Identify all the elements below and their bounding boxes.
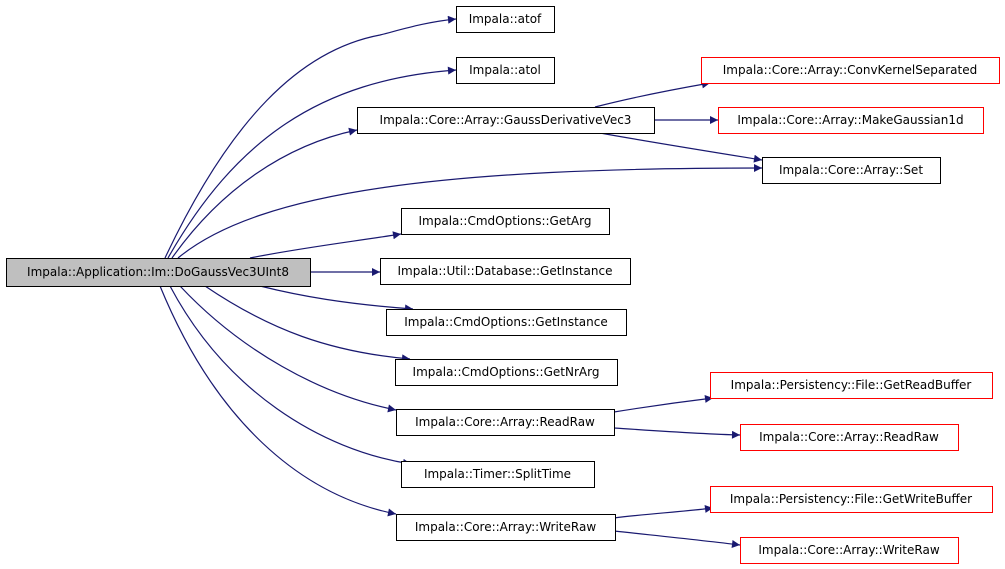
nodes-layer: Impala::Application::Im::DoGaussVec3UInt… (6, 6, 1000, 564)
node-set[interactable]: Impala::Core::Array::Set (762, 157, 941, 184)
edge-gaussderiv-to-set (599, 132, 763, 163)
edge-writeraw-to-writeraw2 (613, 530, 741, 548)
node-label: Impala::CmdOptions::GetNrArg (413, 365, 600, 379)
node-label: Impala::Core::Array::WriteRaw (758, 543, 939, 557)
node-box (710, 486, 993, 513)
node-label: Impala::Core::Array::MakeGaussian1d (737, 113, 963, 127)
node-box (762, 157, 941, 184)
node-box (740, 424, 959, 451)
node-box (6, 258, 311, 287)
node-box (701, 57, 1000, 84)
edges-layer (159, 15, 763, 548)
edge-root-to-set (177, 164, 763, 259)
node-label: Impala::Util::Database::GetInstance (398, 264, 613, 278)
node-box (740, 537, 959, 564)
node-atol[interactable]: Impala::atol (456, 57, 555, 84)
node-label: Impala::atol (469, 63, 541, 77)
edge-root-to-getarg (249, 231, 402, 259)
node-label: Impala::atof (469, 12, 542, 26)
node-label: Impala::CmdOptions::GetInstance (404, 315, 607, 329)
node-splittime[interactable]: Impala::Timer::SplitTime (401, 461, 595, 488)
node-box (396, 514, 616, 541)
edge-writeraw-to-getwritebuf (613, 504, 714, 519)
edge-root-to-atof (164, 15, 457, 259)
node-gaussderiv[interactable]: Impala::Core::Array::GaussDerivativeVec3 (357, 107, 655, 134)
node-root[interactable]: Impala::Application::Im::DoGaussVec3UInt… (6, 258, 311, 287)
node-atof[interactable]: Impala::atof (456, 6, 555, 33)
node-label: Impala::Core::Array::GaussDerivativeVec3 (380, 113, 632, 127)
node-convkernel[interactable]: Impala::Core::Array::ConvKernelSeparated (701, 57, 1000, 84)
node-box (396, 409, 615, 436)
node-makegauss[interactable]: Impala::Core::Array::MakeGaussian1d (718, 107, 984, 134)
node-readraw2[interactable]: Impala::Core::Array::ReadRaw (740, 424, 959, 451)
node-label: Impala::Application::Im::DoGaussVec3UInt… (27, 265, 289, 279)
node-label: Impala::CmdOptions::GetArg (419, 214, 592, 228)
node-label: Impala::Core::Array::WriteRaw (415, 520, 596, 534)
node-dbinst[interactable]: Impala::Util::Database::GetInstance (380, 258, 631, 285)
edge-root-to-gaussderiv (171, 127, 358, 259)
edge-root-to-cmdinst (259, 285, 414, 313)
node-getnrarg[interactable]: Impala::CmdOptions::GetNrArg (395, 359, 618, 386)
node-box (710, 372, 993, 399)
node-label: Impala::Persistency::File::GetWriteBuffe… (730, 492, 972, 506)
node-box (380, 258, 631, 285)
edge-readraw-to-readraw2 (613, 427, 741, 439)
node-writeraw[interactable]: Impala::Core::Array::WriteRaw (396, 514, 616, 541)
edge-root-to-readraw (179, 285, 397, 413)
edge-gaussderiv-to-convkernel (594, 80, 711, 108)
edge-root-to-splittime (169, 285, 412, 467)
node-box (718, 107, 984, 134)
node-label: Impala::Core::Array::Set (779, 163, 923, 177)
node-getwritebuf[interactable]: Impala::Persistency::File::GetWriteBuffe… (710, 486, 993, 513)
node-label: Impala::Core::Array::ReadRaw (415, 415, 595, 429)
node-readraw[interactable]: Impala::Core::Array::ReadRaw (396, 409, 615, 436)
edge-root-to-writeraw (159, 285, 397, 517)
edge-readraw-to-getreadbuf (613, 394, 714, 413)
node-writeraw2[interactable]: Impala::Core::Array::WriteRaw (740, 537, 959, 564)
node-box (386, 309, 627, 336)
node-box (395, 359, 618, 386)
node-box (456, 57, 555, 84)
node-label: Impala::Timer::SplitTime (424, 467, 571, 481)
edge-root-to-getnrarg (204, 285, 411, 363)
node-getreadbuf[interactable]: Impala::Persistency::File::GetReadBuffer (710, 372, 993, 399)
node-box (456, 6, 555, 33)
node-box (401, 208, 610, 235)
node-getarg[interactable]: Impala::CmdOptions::GetArg (401, 208, 610, 235)
node-cmdinst[interactable]: Impala::CmdOptions::GetInstance (386, 309, 627, 336)
node-box (357, 107, 655, 134)
edge-root-to-atol (167, 66, 457, 259)
node-label: Impala::Core::Array::ReadRaw (759, 430, 939, 444)
node-box (401, 461, 595, 488)
node-label: Impala::Core::Array::ConvKernelSeparated (723, 63, 977, 77)
node-label: Impala::Persistency::File::GetReadBuffer (731, 378, 972, 392)
